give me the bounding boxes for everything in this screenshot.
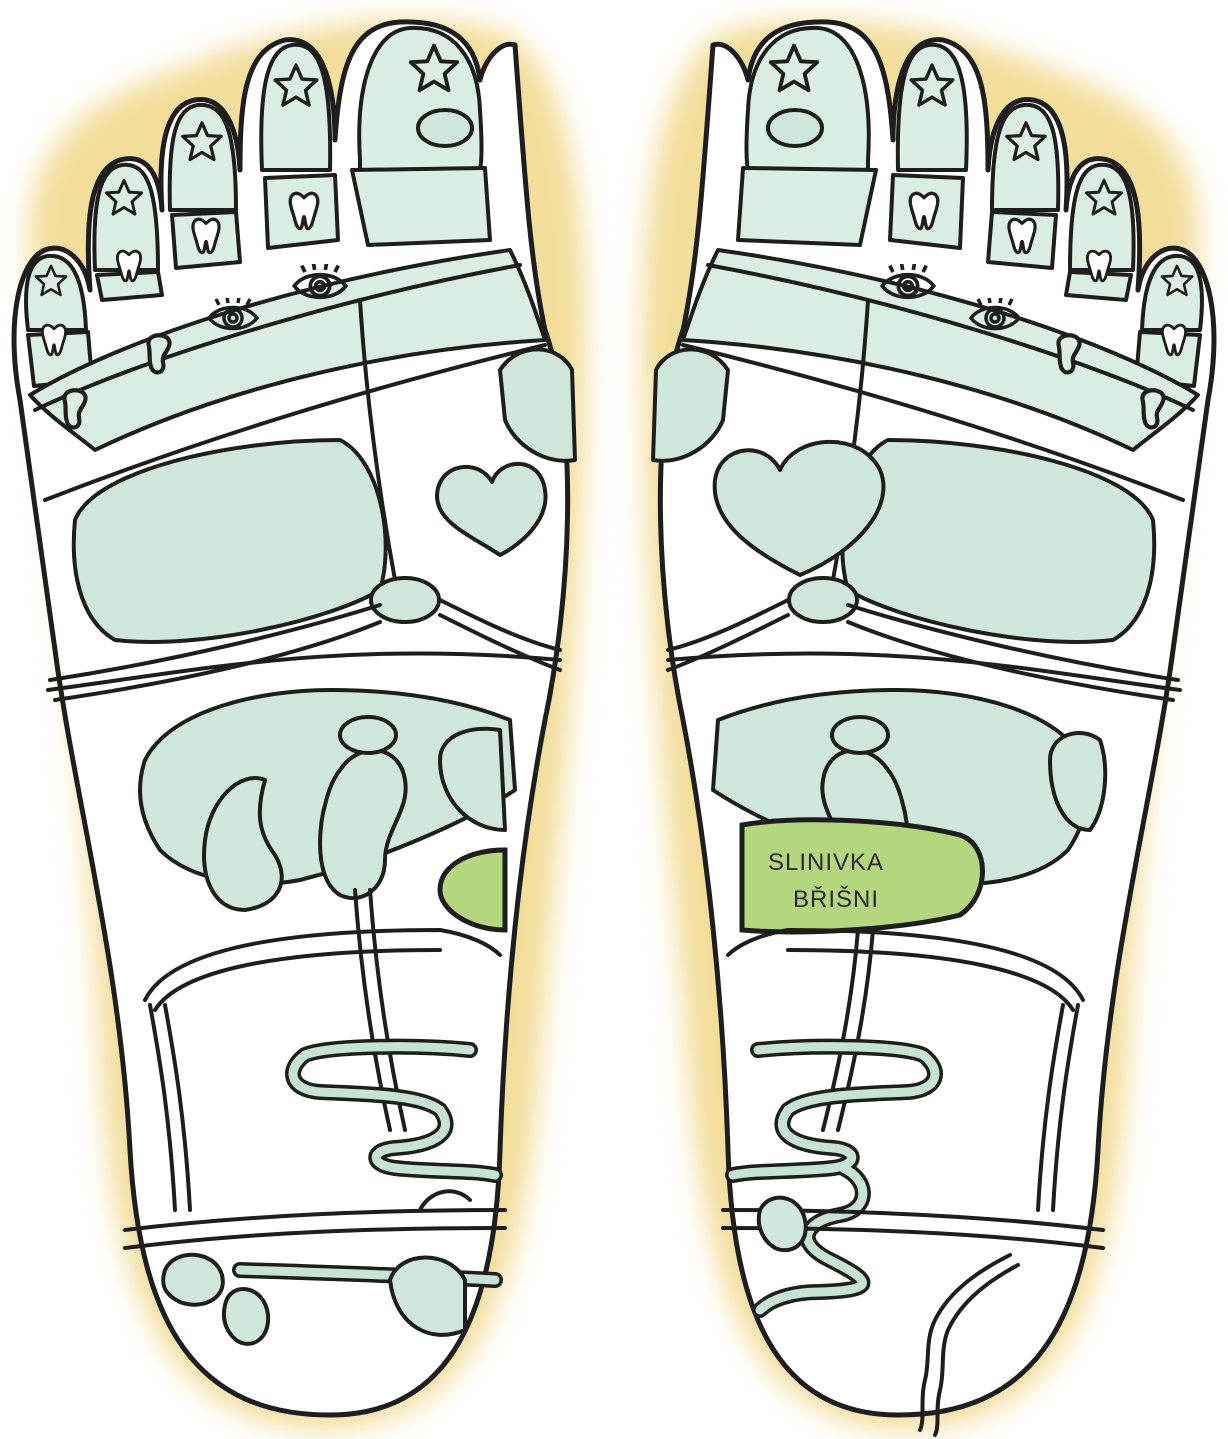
tooth-icon bbox=[290, 193, 318, 228]
tooth-icon bbox=[1087, 251, 1110, 281]
tooth-icon bbox=[910, 193, 938, 228]
tooth-icon bbox=[193, 219, 219, 252]
tooth-icon bbox=[117, 251, 140, 281]
pancreas-label-line2: BŘIŠNI bbox=[793, 885, 879, 913]
left-big-toe-tip bbox=[359, 28, 481, 170]
tooth-icon bbox=[1162, 325, 1185, 355]
pancreas-label-line1: SLINIVKA bbox=[768, 849, 884, 876]
left-big-toe-pad bbox=[418, 110, 472, 146]
left-foot bbox=[14, 22, 575, 1415]
tooth-icon bbox=[1009, 219, 1035, 252]
tooth-icon bbox=[42, 325, 65, 355]
right-foot: SLINIVKA BŘIŠNI bbox=[653, 22, 1214, 1435]
